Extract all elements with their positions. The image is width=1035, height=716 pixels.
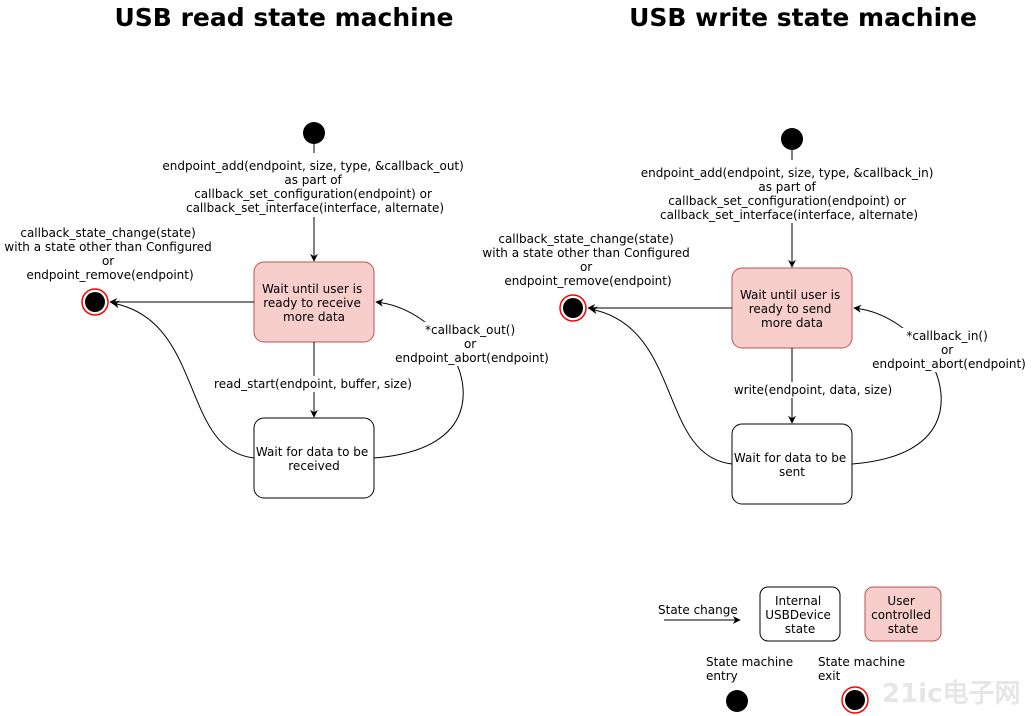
write-return-label: *callback_in() or endpoint_abort(endpoin…	[872, 329, 1026, 371]
write-exit-node	[563, 298, 583, 318]
write-entry-node	[781, 128, 803, 150]
read-down-label: read_start(endpoint, buffer, size)	[214, 377, 412, 391]
legend-user-state	[864, 586, 942, 642]
legend-internal-state-label: Internal USBDevice state	[765, 594, 835, 636]
read-internal-state-label: Wait for data to be received	[256, 445, 372, 473]
watermark: 21ic电子网	[882, 679, 1021, 709]
read-exit-label: callback_state_change(state) with a stat…	[4, 226, 215, 282]
read-title: USB read state machine	[115, 3, 454, 32]
write-internal-state-label: Wait for data to be sent	[734, 451, 850, 479]
legend-exit-label: State machine exit	[818, 655, 909, 683]
write-down-label: write(endpoint, data, size)	[734, 383, 892, 397]
read-return-label: *callback_out() or endpoint_abort(endpoi…	[395, 323, 549, 365]
write-return-label-bg	[870, 328, 1030, 372]
legend-entry-node	[726, 690, 748, 712]
read-user-state-label: Wait until user is ready to receive more…	[262, 282, 366, 324]
write-down-label-bg	[730, 382, 898, 398]
legend-internal-state	[759, 586, 841, 642]
legend-user-state-label: User controlled state	[871, 594, 935, 636]
write-exit-arrow-from-internal	[589, 306, 733, 465]
read-entry-node	[303, 122, 325, 144]
read-exit-node	[85, 292, 105, 312]
write-exit-label: callback_state_change(state) with a stat…	[482, 232, 693, 288]
legend-state-change-label: State change	[658, 603, 738, 617]
read-exit-arrow-from-internal	[111, 300, 255, 459]
write-entry-label: endpoint_add(endpoint, size, type, &call…	[641, 166, 938, 222]
legend-exit-node	[845, 690, 865, 710]
legend-entry-label: State machine entry	[706, 655, 797, 683]
read-return-label-bg	[394, 322, 552, 366]
read-down-label-bg	[210, 376, 416, 392]
write-title: USB write state machine	[629, 3, 977, 32]
write-user-state-label: Wait until user is ready to send more da…	[740, 288, 844, 330]
read-entry-label: endpoint_add(endpoint, size, type, &call…	[162, 159, 467, 215]
